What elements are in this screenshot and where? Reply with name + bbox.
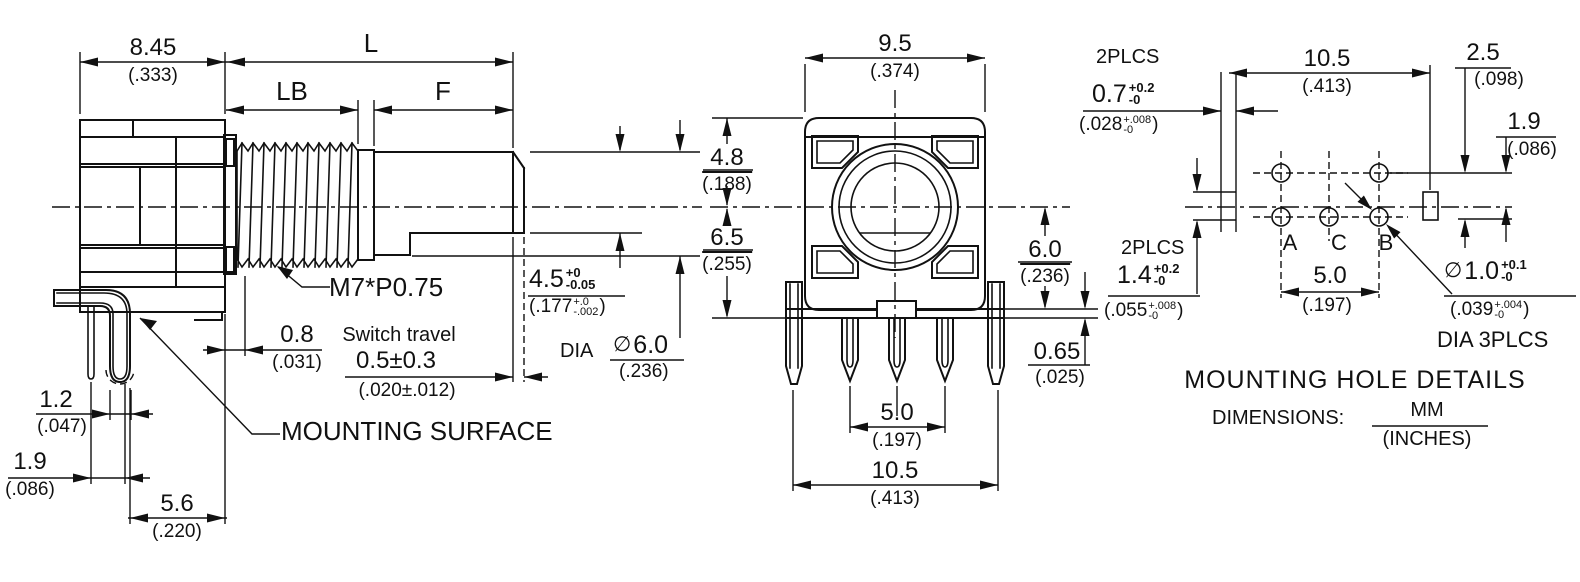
- dim-pin-offset-mm: 1.9: [13, 448, 47, 475]
- dim-upper-height: 4.8 (.188): [702, 144, 752, 195]
- thread-spec-label: M7*P0.75: [329, 272, 444, 302]
- slot-places-label: 2PLCS: [1096, 46, 1160, 68]
- callout-slot-height-inch: (.055 +.008-0 ): [1104, 300, 1184, 322]
- dim-pin-to-face-mm: 5.6: [160, 490, 194, 517]
- dim-tab-offset-inch: (.025): [1035, 367, 1085, 388]
- dim-body-depth-inch: (.333): [128, 65, 178, 86]
- slot-height-places-label: 2PLCS: [1121, 237, 1185, 259]
- callout-slot-width-mm: 0.7 +0.2-0: [1092, 80, 1155, 108]
- dia-prefix-label: DIA: [560, 340, 594, 362]
- dim-tab-offset-mm: 0.65: [1033, 338, 1081, 365]
- dim-body-depth: 8.45 (.333): [128, 35, 178, 86]
- dim-tab-span-mm: 10.5: [871, 457, 919, 484]
- dim-row-offset-inch: (.086): [1507, 139, 1557, 160]
- units-mm: MM: [1410, 399, 1444, 421]
- dim-slot-span: 10.5 (.413): [1302, 45, 1352, 97]
- mounting-view-title: MOUNTING HOLE DETAILS: [1184, 366, 1526, 394]
- dim-pin-span-inch: (.197): [872, 430, 922, 451]
- dim-label-LB: LB: [276, 76, 308, 106]
- switch-travel-inch: (.020±.012): [358, 380, 456, 401]
- units-inches: (INCHES): [1382, 428, 1472, 450]
- terminal-label-c: C: [1331, 230, 1347, 255]
- diameter-icon: ∅: [1444, 258, 1463, 282]
- callout-hole-dia-mm: ∅ 1.0 +0.1-0: [1444, 257, 1527, 285]
- front-view-drawing: [703, 53, 1098, 491]
- left-view-drawing: [8, 52, 702, 524]
- dim-label-L: L: [363, 28, 379, 58]
- dim-pin-width-inch: (.047): [37, 416, 87, 437]
- terminal-label-a: A: [1282, 230, 1298, 255]
- dim-row-span-mm: 2.5: [1466, 39, 1500, 66]
- dim-pin-width-mm: 1.2: [39, 386, 73, 413]
- dim-terminal-span-inch: (.197): [1302, 295, 1352, 316]
- dim-pin-offset-inch: (.086): [5, 479, 55, 500]
- hole-dia-note: DIA 3PLCS: [1437, 327, 1549, 352]
- dim-lower-height: 6.5 (.255): [702, 224, 752, 275]
- callout-hole-dia-inch: (.039 +.004-0 ): [1450, 299, 1530, 321]
- dim-boss: 0.8 (.031): [272, 321, 322, 373]
- callout-slot-width-inch: (.028 +.008-0 ): [1079, 114, 1159, 136]
- terminal-label-b: B: [1378, 230, 1394, 255]
- dim-pin-row-height: 6.0 (.236): [1020, 236, 1070, 287]
- dim-label-F: F: [435, 76, 451, 106]
- callout-shaft-dia: ∅ 6.0 (.236): [613, 331, 669, 382]
- dim-pin-to-face-inch: (.220): [152, 521, 202, 542]
- dim-tab-span-inch: (.413): [870, 488, 920, 509]
- mounting-hole-details-drawing: [1083, 65, 1576, 427]
- units-label: DIMENSIONS:: [1212, 407, 1345, 429]
- dim-body-depth-mm: 8.45: [129, 34, 177, 61]
- switch-travel-label: Switch travel: [342, 324, 456, 346]
- dim-row-offset-mm: 1.9: [1507, 108, 1541, 135]
- callout-slot-height-mm: 1.4 +0.2-0: [1117, 261, 1180, 289]
- dim-terminal-span-mm: 5.0: [1313, 262, 1347, 289]
- callout-flat-height: 4.5 +0-0.05 (.177 +.0-.002 ): [529, 265, 606, 318]
- diameter-icon: ∅: [613, 332, 632, 356]
- switch-travel-mm: 0.5±0.3: [356, 347, 436, 374]
- dim-body-width: 9.5 (.374): [870, 30, 920, 82]
- dim-pin-span-mm: 5.0: [880, 399, 914, 426]
- dim-row-span-inch: (.098): [1474, 69, 1524, 90]
- mounting-surface-label: MOUNTING SURFACE: [281, 416, 553, 446]
